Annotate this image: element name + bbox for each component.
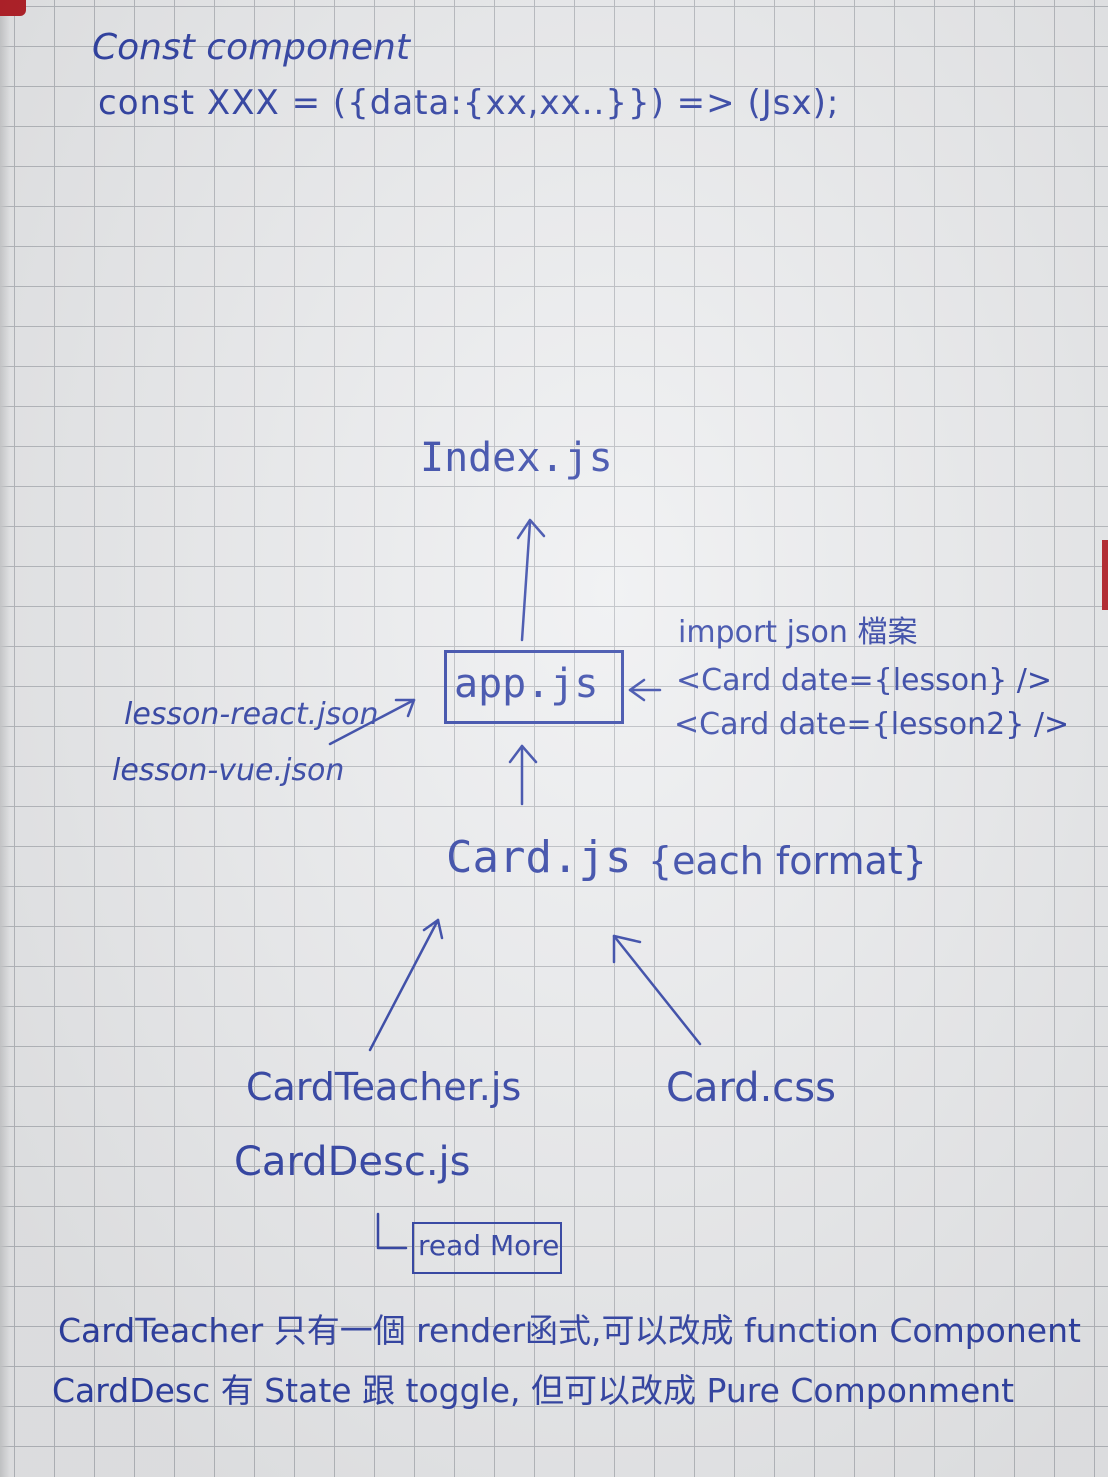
arrow-app-to-index [516, 518, 546, 642]
file-lesson-vue-json: lesson-vue.json [112, 753, 345, 788]
node-app-box [444, 650, 624, 724]
arrow-card-css-to-card [612, 934, 702, 1046]
read-more-box [412, 1222, 562, 1274]
note-line-1: CardTeacher 只有一個 render函式,可以改成 function … [58, 1311, 1081, 1350]
node-card-teacher-js: CardTeacher.js [246, 1065, 522, 1109]
annotation-card-line-2: <Card date={lesson2} /> [674, 707, 1070, 742]
annotation-import: import json 檔案 [678, 615, 918, 650]
arrow-json-to-app [328, 698, 416, 746]
node-card-desc-js: CardDesc.js [234, 1139, 471, 1185]
read-more-label: read More [418, 1229, 560, 1262]
header-title: Const component [92, 27, 410, 68]
notebook-cover-edge [1102, 540, 1108, 610]
arrow-card-to-app [508, 744, 538, 806]
node-card-note: {each format} [648, 839, 927, 883]
node-card-css: Card.css [666, 1065, 836, 1111]
node-card-js: Card.js [446, 832, 632, 883]
arrow-annotation-to-app [628, 678, 662, 702]
notebook-cover-corner [0, 0, 26, 16]
annotation-card-line-1: <Card date={lesson} /> [676, 663, 1053, 698]
note-line-2: CardDesc 有 State 跟 toggle, 但可以改成 Pure Co… [52, 1371, 1015, 1410]
arrow-card-desc-to-read-more [376, 1212, 408, 1250]
notebook-binding [0, 0, 10, 1477]
header-code-line: const XXX = ({data:{xx,xx..}}) => (Jsx); [98, 83, 840, 123]
node-app-js: app.js [454, 661, 599, 707]
arrow-card-teacher-to-card [368, 918, 444, 1052]
file-lesson-react-json: lesson-react.json [124, 697, 379, 732]
node-index-js: Index.js [420, 435, 613, 481]
